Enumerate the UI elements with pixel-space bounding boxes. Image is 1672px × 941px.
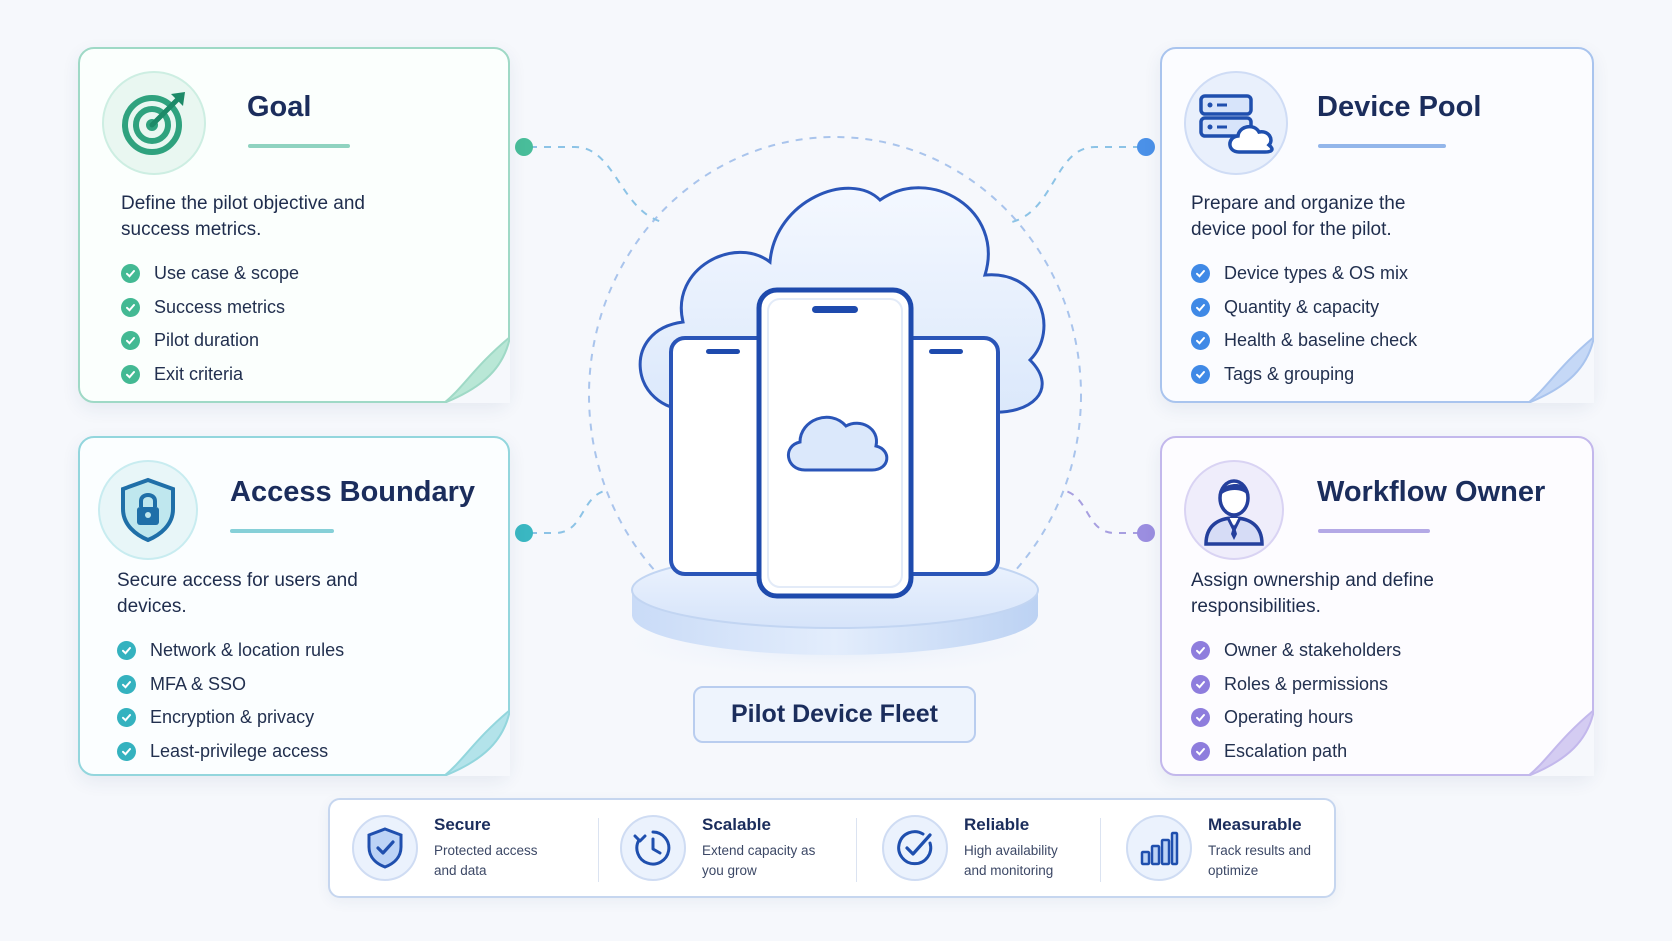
check-icon (1191, 297, 1210, 317)
list-item: Encryption & privacy (117, 701, 344, 735)
feature-scalable: Scalable Extend capacity as you grow (620, 800, 822, 896)
check-icon (121, 264, 140, 284)
card-title: Device Pool (1317, 91, 1482, 123)
card-description: Secure access for users and devices. (117, 570, 358, 617)
list-item: Roles & permissions (1191, 668, 1401, 702)
shield-lock-icon (98, 460, 198, 560)
divider (1100, 818, 1101, 882)
bar-chart-icon (1126, 815, 1192, 881)
divider (856, 818, 857, 882)
connector-pool (1011, 146, 1140, 223)
check-icon (117, 741, 136, 761)
list-item: Use case & scope (121, 257, 299, 291)
checklist: Network & location rules MFA & SSO Encry… (117, 634, 344, 768)
check-icon (1191, 741, 1210, 761)
title-underline (248, 144, 350, 148)
divider (598, 818, 599, 882)
list-item: Pilot duration (121, 324, 299, 358)
check-circle-icon (882, 815, 948, 881)
page-curl (1528, 337, 1594, 403)
card-title: Access Boundary (230, 476, 475, 508)
connector-goal (530, 146, 663, 223)
list-item: Network & location rules (117, 634, 344, 668)
card-description: Prepare and organize the device pool for… (1191, 193, 1406, 240)
center-label: Pilot Device Fleet (693, 686, 976, 743)
list-item: Exit criteria (121, 358, 299, 392)
list-item: Escalation path (1191, 735, 1401, 769)
feature-description: Track results and optimize (1208, 843, 1312, 878)
list-item: Health & baseline check (1191, 324, 1417, 358)
page-curl (1528, 710, 1594, 776)
cloud-icon (787, 415, 889, 472)
checklist: Device types & OS mix Quantity & capacit… (1191, 257, 1417, 391)
device-pool-card: Device Pool Prepare and organize the dev… (1160, 47, 1594, 403)
feature-title: Secure (434, 815, 491, 834)
check-icon (117, 641, 136, 661)
card-title: Goal (247, 91, 312, 123)
page-curl (444, 337, 510, 403)
list-item: MFA & SSO (117, 668, 344, 702)
feature-title: Reliable (964, 815, 1030, 834)
card-description: Assign ownership and define responsibili… (1191, 570, 1434, 617)
check-icon (1191, 708, 1210, 728)
check-icon (1191, 674, 1210, 694)
person-icon (1184, 460, 1284, 560)
page-curl (444, 710, 510, 776)
server-cloud-icon (1184, 71, 1288, 175)
feature-measurable: Measurable Track results and optimize (1126, 800, 1328, 896)
feature-title: Measurable (1208, 815, 1302, 834)
goal-card: Goal Define the pilot objective and succ… (78, 47, 510, 403)
feature-description: Extend capacity as you grow (702, 843, 816, 878)
card-title: Workflow Owner (1317, 476, 1546, 508)
check-icon (121, 364, 140, 384)
access-boundary-card: Access Boundary Secure access for users … (78, 436, 510, 776)
list-item: Quantity & capacity (1191, 291, 1417, 325)
feature-description: High availability and monitoring (964, 843, 1058, 878)
shield-check-icon (352, 815, 418, 881)
workflow-owner-card: Workflow Owner Assign ownership and defi… (1160, 436, 1594, 776)
list-item: Device types & OS mix (1191, 257, 1417, 291)
connector-owner (1061, 489, 1140, 534)
list-item: Tags & grouping (1191, 358, 1417, 392)
checklist: Use case & scope Success metrics Pilot d… (121, 257, 299, 391)
clock-icon (620, 815, 686, 881)
feature-description: Protected access and data (434, 843, 538, 878)
target-icon (102, 71, 206, 175)
title-underline (1318, 529, 1430, 533)
checklist: Owner & stakeholders Roles & permissions… (1191, 634, 1401, 768)
list-item: Success metrics (121, 291, 299, 325)
check-icon (1191, 264, 1210, 284)
feature-reliable: Reliable High availability and monitorin… (882, 800, 1084, 896)
connector-access (530, 489, 609, 534)
check-icon (117, 708, 136, 728)
check-icon (1191, 641, 1210, 661)
title-underline (230, 529, 334, 533)
list-item: Least-privilege access (117, 735, 344, 769)
list-item: Owner & stakeholders (1191, 634, 1401, 668)
feature-bar: Secure Protected access and data Scalabl… (328, 798, 1336, 898)
feature-title: Scalable (702, 815, 771, 834)
check-icon (1191, 331, 1210, 351)
check-icon (1191, 364, 1210, 384)
check-icon (121, 331, 140, 351)
card-description: Define the pilot objective and success m… (121, 193, 365, 240)
feature-secure: Secure Protected access and data (352, 800, 554, 896)
check-icon (117, 674, 136, 694)
list-item: Operating hours (1191, 701, 1401, 735)
title-underline (1318, 144, 1446, 148)
check-icon (121, 297, 140, 317)
